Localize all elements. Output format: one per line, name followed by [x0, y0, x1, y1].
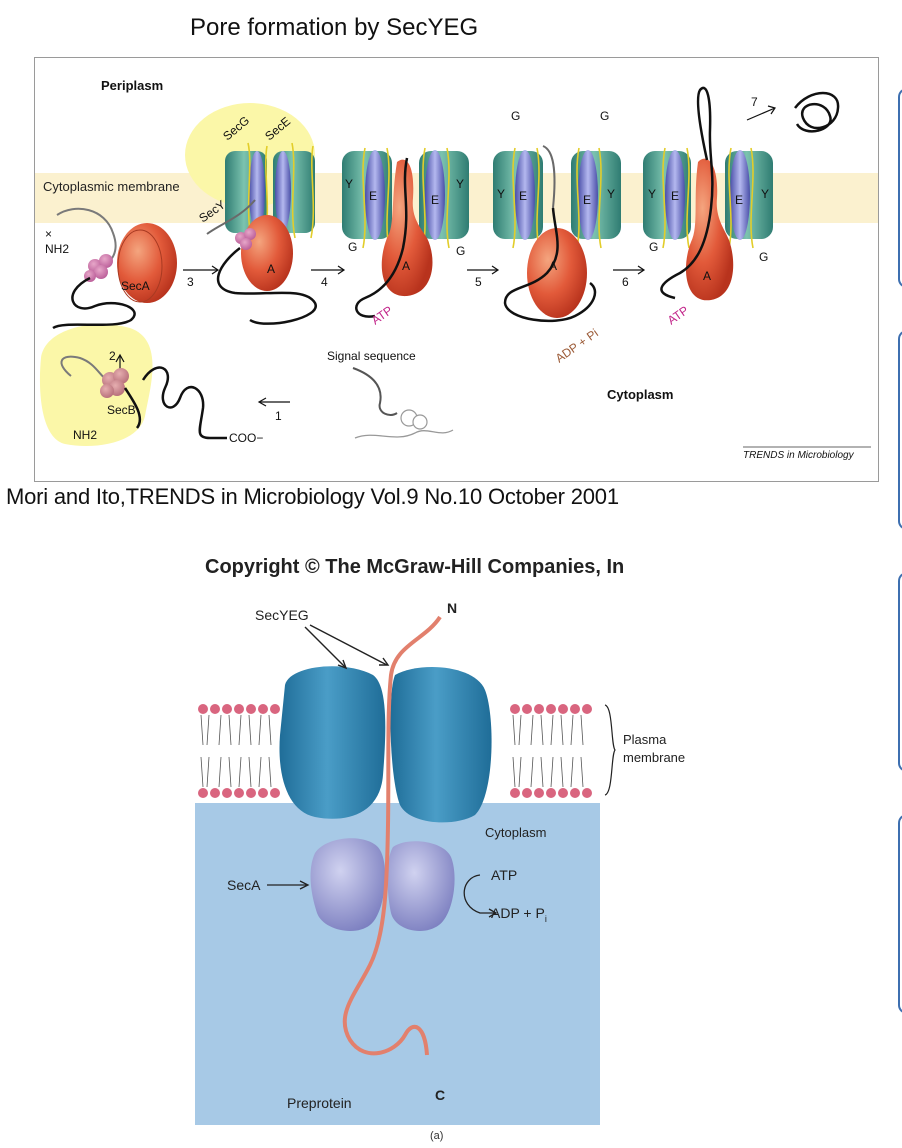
preprotein-chain: [342, 615, 442, 1056]
secyeg-label: SecYEG: [255, 607, 309, 623]
adp-pi-label: ADP + Pi: [553, 326, 601, 365]
stage-second-atp-cycle: Y E E Y G G A ATP: [643, 86, 840, 327]
step-6: 6: [622, 275, 629, 289]
nh2-label-bottom: NH2: [73, 428, 97, 442]
seca-a-label-4: A: [549, 259, 557, 273]
atp-label-5: ATP: [665, 303, 691, 327]
side-card-3[interactable]: [898, 572, 902, 772]
n-terminus-label: N: [447, 600, 457, 616]
secb-complex: SecB NH2 COO−: [60, 355, 263, 445]
cytoplasm-label-b: Cytoplasm: [485, 825, 546, 840]
seca-a-label-2: A: [267, 262, 275, 276]
side-card-2[interactable]: [898, 330, 902, 530]
g-label-4b: G: [600, 109, 609, 123]
svg-text:ADP + Pi: ADP + Pi: [491, 905, 547, 924]
e-label-5b: E: [735, 193, 743, 207]
secb-highlight: [39, 324, 153, 446]
seca-a-label-3: A: [402, 259, 410, 273]
step-5: 5: [475, 275, 482, 289]
signal-sequence-illustration: Signal sequence: [327, 349, 454, 439]
figure-a-secyeg-pore-diagram: Periplasm Cytoplasmic membrane Cytoplasm…: [34, 57, 879, 482]
stage-secyeg-docking: A SecG SecE SecY: [196, 113, 317, 325]
atp-label-b: ATP: [491, 867, 517, 883]
seca-label: SecA: [121, 279, 150, 293]
cytoplasm-label: Cytoplasm: [607, 387, 673, 402]
step-2: 2: [109, 349, 116, 363]
e-label-3b: E: [431, 193, 439, 207]
step-3: 3: [187, 275, 194, 289]
stage-seca-binding: × NH2 SecA: [45, 207, 177, 330]
atp-hydrolysis-arrow: [463, 874, 495, 914]
seca-arrow-head: [299, 880, 310, 890]
atp-hydrolysis-arrow-head: [488, 908, 498, 918]
panel-label: (a): [430, 1130, 444, 1142]
page-title: Pore formation by SecYEG: [190, 14, 479, 41]
seca-a-label-5: A: [703, 269, 711, 283]
e-label-4a: E: [519, 189, 527, 203]
g-label-4a: G: [511, 109, 520, 123]
membrane-bracket: [604, 704, 616, 796]
signal-sequence-label: Signal sequence: [327, 349, 416, 363]
trends-credit: TRENDS in Microbiology: [743, 450, 855, 461]
e-label-4b: E: [583, 193, 591, 207]
e-label-5a: E: [671, 189, 679, 203]
copyright-notice: Copyright © The McGraw-Hill Companies, I…: [205, 556, 625, 578]
step-4: 4: [321, 275, 328, 289]
c-terminus-label: C: [435, 1087, 445, 1103]
membrane-label: membrane: [623, 750, 685, 765]
stage-adp-release: G G Y E E Y A ADP + Pi: [493, 109, 621, 365]
secyeg-arrow-left: [304, 626, 346, 668]
side-card-4[interactable]: [898, 814, 902, 1014]
plasma-label: Plasma: [623, 732, 667, 747]
side-card-1[interactable]: [898, 88, 902, 288]
preprotein-label: Preprotein: [287, 1095, 352, 1111]
step-1: 1: [275, 409, 282, 423]
y-label-4b: Y: [607, 187, 615, 201]
secyeg-arrow-left-head: [337, 659, 348, 670]
g-label-3a: G: [348, 240, 357, 254]
y-label-4a: Y: [497, 187, 505, 201]
g-label-5a: G: [649, 240, 658, 254]
g-label-5b: G: [759, 250, 768, 264]
step-7: 7: [751, 95, 758, 109]
nh2-label-top: NH2: [45, 242, 69, 256]
secb-label: SecB: [107, 403, 136, 417]
y-label-5a: Y: [648, 187, 656, 201]
secyeg-arrow-right-head: [379, 657, 390, 666]
adp-subscript-b: i: [545, 914, 547, 924]
figure-b-seca-secyeg-diagram: SecYEG N Plasma membrane Cytoplasm SecA …: [195, 595, 715, 1125]
g-label-3b: G: [456, 244, 465, 258]
cytoplasmic-membrane-label: Cytoplasmic membrane: [43, 179, 180, 194]
adp-label-b: ADP + P: [491, 905, 545, 921]
secyeg-channel: [279, 666, 492, 823]
coo-label: COO−: [229, 431, 263, 445]
citation: Mori and Ito,TRENDS in Microbiology Vol.…: [6, 484, 619, 509]
seca-label-b: SecA: [227, 877, 261, 893]
seca-motor: [310, 838, 455, 932]
atp-label-3: ATP: [369, 303, 395, 327]
y-label-3a: Y: [345, 177, 353, 191]
periplasm-label: Periplasm: [101, 78, 163, 93]
x-mark: ×: [45, 227, 52, 241]
e-label-3a: E: [369, 189, 377, 203]
stage-translocation-atp: Y E E Y G G A ATP: [342, 147, 469, 327]
y-label-5b: Y: [761, 187, 769, 201]
secyeg-arrow-right: [309, 624, 388, 666]
y-label-3b: Y: [456, 177, 464, 191]
